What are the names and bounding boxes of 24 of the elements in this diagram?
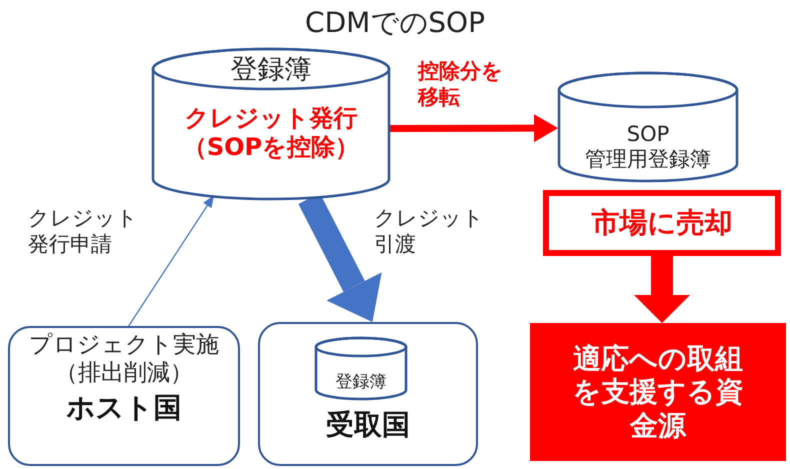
node-text: プロジェクト実施（排出削減） <box>28 332 220 388</box>
diagram-title: CDMでのSOP <box>304 5 486 41</box>
database-cylinder <box>315 337 407 400</box>
edge-label: 控除分を移転 <box>418 58 504 110</box>
arrow <box>634 256 690 323</box>
country-box <box>258 322 478 466</box>
edge-label: クレジット発行申請 <box>28 205 139 258</box>
country-box <box>8 326 240 466</box>
process-box <box>530 323 786 461</box>
node-label: 市場に売却 <box>592 206 732 240</box>
database-cylinder <box>558 72 738 182</box>
database-cylinder <box>152 48 390 200</box>
node-text: クレジット発行（SOPを控除） <box>182 104 360 162</box>
edge-label: クレジット引渡 <box>374 205 485 258</box>
arrow <box>128 195 214 326</box>
node-label: 登録簿 <box>336 372 386 392</box>
node-text: ホスト国 <box>66 391 182 425</box>
process-box <box>543 190 781 256</box>
node-label: SOP <box>626 122 670 147</box>
node-label: 適応への取組を支援する資金源 <box>572 342 744 442</box>
arrow <box>390 114 558 142</box>
node-text: 受取国 <box>326 408 410 442</box>
node-text: 管理用登録簿 <box>585 146 711 172</box>
node-label: 登録簿 <box>230 54 312 86</box>
